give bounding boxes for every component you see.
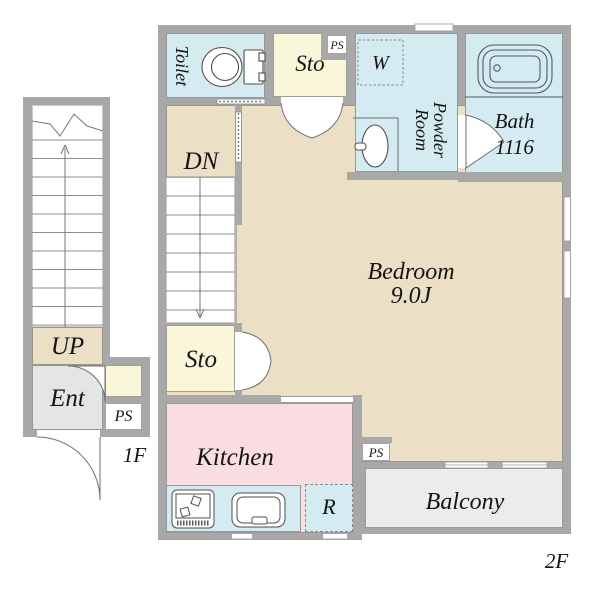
bath-label: Bath bbox=[494, 108, 535, 133]
entrance-closet bbox=[105, 365, 142, 397]
sto-top-jamb-right bbox=[343, 97, 347, 105]
bedroom-size-label: 9.0J bbox=[390, 283, 432, 309]
toilet-room-label: Toilet bbox=[172, 45, 193, 86]
stairs-down-label: DN bbox=[183, 147, 219, 175]
entrance-door bbox=[36, 430, 101, 501]
stairs-up-well bbox=[32, 105, 103, 327]
sto-top-jamb-left bbox=[273, 97, 281, 105]
powder-bottom-wall bbox=[347, 172, 458, 180]
bedroom-label: Bedroom bbox=[367, 259, 455, 285]
bath-bottom-wall bbox=[458, 172, 571, 182]
entrance-label: Ent bbox=[50, 384, 85, 412]
stairs-up-landing bbox=[32, 327, 103, 365]
ps-right-label: PS bbox=[368, 444, 384, 460]
balcony-label: Balcony bbox=[425, 489, 505, 515]
sto-bottom-label: Sto bbox=[185, 345, 217, 373]
powder-room-label: Powder Room bbox=[411, 102, 450, 158]
kitchen-right-wall bbox=[353, 395, 362, 468]
sto-bottom-room bbox=[166, 325, 235, 392]
refrigerator-label: R bbox=[322, 494, 336, 519]
stairs-up-label: UP bbox=[50, 332, 85, 360]
kitchen-counter bbox=[166, 485, 301, 532]
refrigerator-space bbox=[305, 484, 353, 532]
sto-bottom-right-wall bbox=[235, 323, 242, 398]
balcony-wall-bottom bbox=[360, 528, 570, 534]
dn-right-wall bbox=[235, 103, 242, 225]
ps-right-box bbox=[362, 443, 390, 461]
ps-top-label: PS bbox=[330, 37, 344, 52]
floor-2f-label: 2F bbox=[544, 548, 569, 573]
washer-label: W bbox=[372, 51, 389, 74]
kitchen-top-wall bbox=[158, 395, 281, 403]
stairs-down-well bbox=[166, 177, 235, 323]
balcony-wall-left bbox=[360, 468, 365, 528]
balcony-wall-right bbox=[563, 468, 571, 534]
sto-bottom-top-wall bbox=[166, 323, 235, 325]
balcony-floor bbox=[365, 468, 563, 528]
ps-top-box bbox=[327, 35, 347, 54]
toilet-bottom-wall bbox=[158, 98, 273, 105]
kitchen-label: Kitchen bbox=[196, 443, 274, 471]
ps-left-box bbox=[105, 403, 142, 430]
ps-left-label: PS bbox=[114, 408, 133, 425]
bath-size-label: 1116 bbox=[495, 134, 534, 159]
floor-1f-label: 1F bbox=[122, 442, 147, 467]
ps-right-top-wall bbox=[353, 437, 392, 443]
sto-top-label: Sto bbox=[295, 50, 325, 76]
